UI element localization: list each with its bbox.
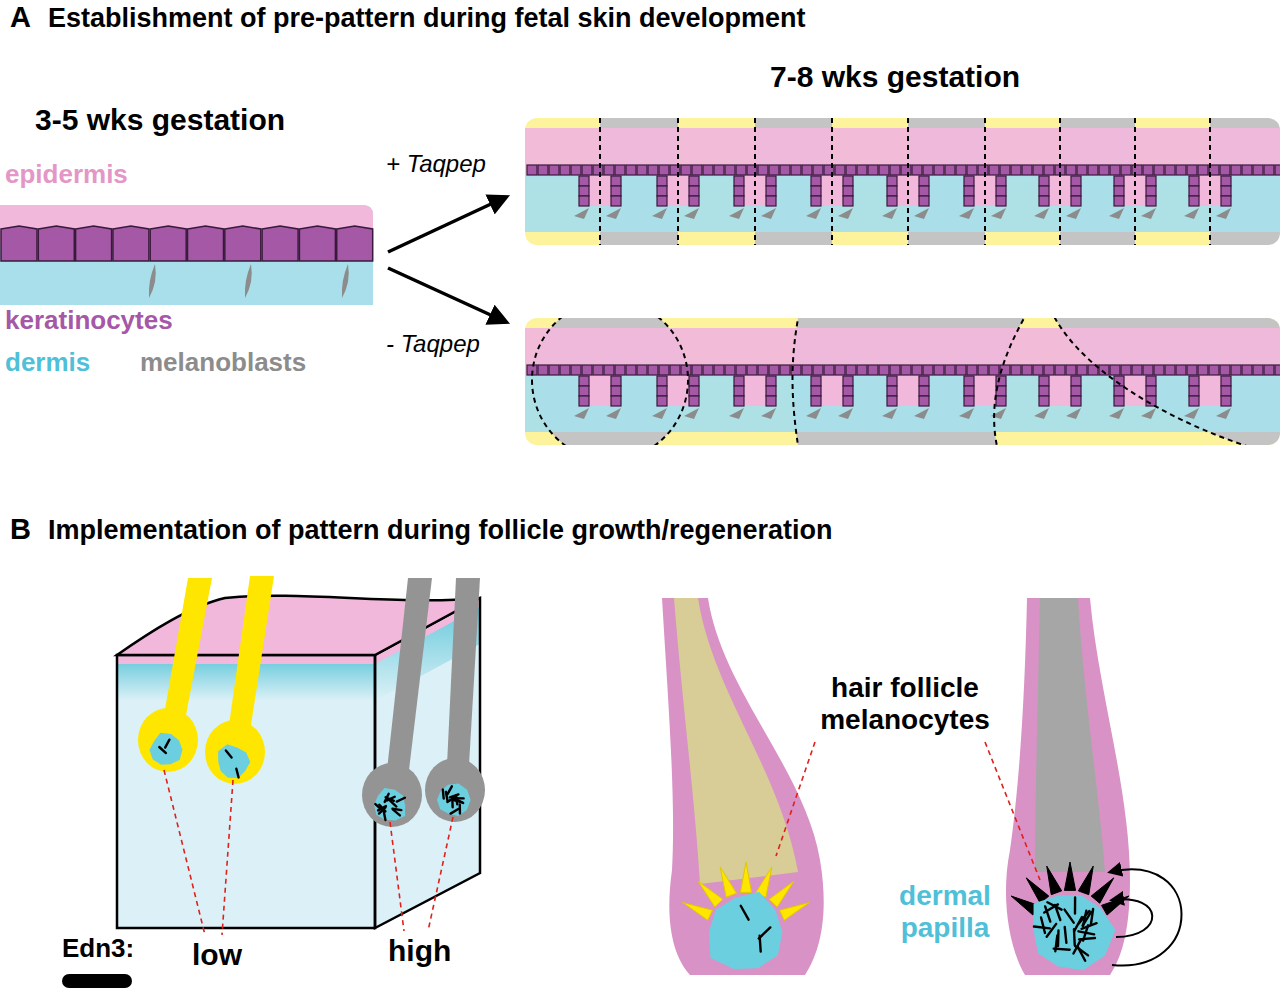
skin-block [117, 576, 485, 928]
panel-letter: B [10, 513, 31, 546]
stage-label: 7-8 wks gestation [770, 60, 1020, 95]
signal-arrow [1110, 869, 1182, 965]
leader-line [428, 817, 453, 931]
early-skin [0, 205, 373, 305]
layer-label: dermis [5, 348, 90, 378]
callout-label: hair follicle melanocytes [805, 672, 1005, 736]
leader-line [985, 742, 1040, 880]
cell-label: melanoblasts [140, 348, 306, 378]
arrow [388, 268, 506, 322]
leader-line [390, 822, 404, 931]
signal-arrow [1112, 899, 1152, 937]
cell-label: keratinocytes [5, 306, 173, 336]
leader-line [164, 770, 205, 935]
panel-heading: Establishment of pre-pattern during feta… [48, 3, 806, 34]
leader-line [776, 742, 815, 856]
condition-label: - Taqpep [386, 330, 480, 358]
level-label: high [388, 934, 451, 969]
layer-label: epidermis [5, 160, 128, 190]
hair [425, 578, 485, 822]
stage-label: 3-5 wks gestation [35, 103, 285, 138]
legend-entry: Edn3: [62, 934, 134, 988]
hair [362, 578, 432, 827]
panel-heading: Implementation of pattern during follicl… [48, 515, 833, 546]
level-label: low [192, 938, 242, 973]
patchy-skin [525, 318, 1280, 445]
striped-skin [525, 118, 1280, 245]
follicle-low [662, 598, 824, 975]
callout-label: dermal papilla [885, 880, 1005, 944]
condition-label: + Taqpep [386, 150, 486, 178]
legend-sample [62, 974, 132, 988]
leader-line [222, 780, 233, 935]
hair [138, 578, 212, 772]
hair [205, 576, 274, 784]
panel-letter: A [10, 1, 31, 34]
follicle-high [1006, 598, 1182, 975]
arrow [388, 197, 506, 252]
legend-text: Edn3: [62, 934, 134, 964]
